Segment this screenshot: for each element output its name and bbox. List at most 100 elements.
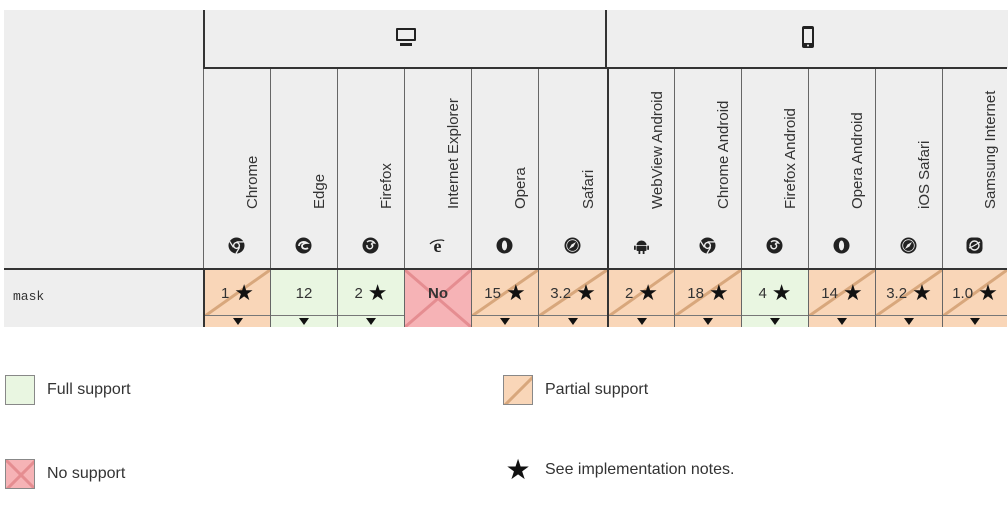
legend-full-support: Full support [5,375,131,405]
partial-support-swatch [503,375,533,405]
star-icon: ★ [505,280,526,305]
support-cell-edge[interactable]: 12 [270,270,337,327]
caret-down-icon [299,318,309,325]
star-icon: ★ [708,280,729,305]
expand-toggle[interactable] [271,315,337,327]
column-header-ios-safari: iOS Safari [875,69,942,268]
column-header-firefox-android: Firefox Android [741,69,808,268]
star-icon: ★ [367,280,388,305]
browser-name: Chrome Android [715,100,732,209]
chrome-icon [228,237,245,254]
partial-hatch [472,270,538,316]
full-support-swatch [5,375,35,405]
support-cell-internet-explorer[interactable]: No [404,270,471,327]
version-value: 12 [295,284,313,302]
chrome-icon [699,237,716,254]
expand-toggle[interactable] [609,315,674,327]
star-icon: ★ [771,280,792,305]
legend-partial-support: Partial support [503,375,648,405]
column-header-firefox: Firefox [337,69,404,268]
expand-toggle[interactable] [539,315,607,327]
feature-row-header: mask [4,268,203,327]
version-value: 14 [821,284,838,302]
internet-explorer-icon: e [429,237,446,254]
support-cell-webview-android[interactable]: 2★ [607,270,674,327]
mobile-group-header [605,10,1008,68]
support-cell-chrome-android[interactable]: 18★ [674,270,741,327]
expand-toggle[interactable] [472,315,538,327]
browser-name: Firefox Android [782,108,799,209]
star-icon: ★ [505,454,531,485]
expand-toggle[interactable] [809,315,875,327]
browser-name: Opera Android [849,112,866,209]
partial-hatch [539,270,607,316]
expand-toggle[interactable] [205,315,270,327]
opera-icon [833,237,850,254]
browser-name: Firefox [378,163,395,209]
caret-down-icon [970,318,980,325]
feature-name: mask [13,289,45,304]
support-cell-chrome[interactable]: 1★ [203,270,270,327]
caret-down-icon [904,318,914,325]
column-header-webview-android: WebView Android [607,69,674,268]
version-value: 18 [687,284,704,302]
expand-toggle[interactable] [876,315,942,327]
partial-hatch [943,270,1007,316]
no-support-cross [405,270,471,327]
version-value: 4 [758,284,767,302]
caret-down-icon [703,318,713,325]
browser-name: Samsung Internet [982,90,999,209]
support-cell-opera-android[interactable]: 14★ [808,270,875,327]
browser-name: Safari [580,169,597,209]
column-header-chrome: Chrome [203,69,270,268]
column-header-edge: Edge [270,69,337,268]
opera-icon [496,237,513,254]
safari-icon [900,237,917,254]
caret-down-icon [568,318,578,325]
column-header-internet-explorer: Internet Explorer e [404,69,471,268]
expand-toggle[interactable] [675,315,741,327]
mobile-icon [801,25,815,54]
browser-name: Opera [512,167,529,209]
svg-text:e: e [434,237,442,254]
support-cell-firefox-android[interactable]: 4★ [741,270,808,327]
legend-full-label: Full support [47,381,131,398]
column-header-opera-android: Opera Android [808,69,875,268]
support-cell-samsung-internet[interactable]: 1.0★ [942,270,1007,327]
version-value: 15 [484,284,501,302]
version-value: 3.2 [550,284,572,302]
support-cell-opera[interactable]: 15★ [471,270,538,327]
support-cell-ios-safari[interactable]: 3.2★ [875,270,942,327]
star-icon: ★ [842,280,863,305]
expand-toggle[interactable] [742,315,808,327]
header-divider [4,268,1007,270]
version-value: 1.0 [952,284,974,302]
browser-name: Internet Explorer [445,98,462,209]
partial-hatch [609,270,674,316]
samsung-internet-icon [966,237,983,254]
support-cell-firefox[interactable]: 2★ [337,270,404,327]
caret-down-icon [837,318,847,325]
expand-toggle[interactable] [943,315,1007,327]
star-icon: ★ [978,280,998,305]
legend-notes: ★ See implementation notes. [503,455,734,485]
column-header-opera: Opera [471,69,538,268]
legend-no-label: No support [47,465,126,482]
partial-hatch [675,270,741,316]
edge-icon [295,237,312,254]
support-cell-safari[interactable]: 3.2★ [538,270,607,327]
safari-icon [564,237,581,254]
partial-hatch [876,270,942,316]
table-corner [4,10,203,268]
firefox-icon [362,237,379,254]
column-header-samsung-internet: Samsung Internet [942,69,1007,268]
firefox-icon [766,237,783,254]
caret-down-icon [366,318,376,325]
android-icon [632,237,650,254]
browser-name: iOS Safari [916,140,933,209]
caret-down-icon [770,318,780,325]
version-value: 2 [354,284,363,302]
expand-toggle[interactable] [338,315,404,327]
desktop-icon [395,27,417,52]
